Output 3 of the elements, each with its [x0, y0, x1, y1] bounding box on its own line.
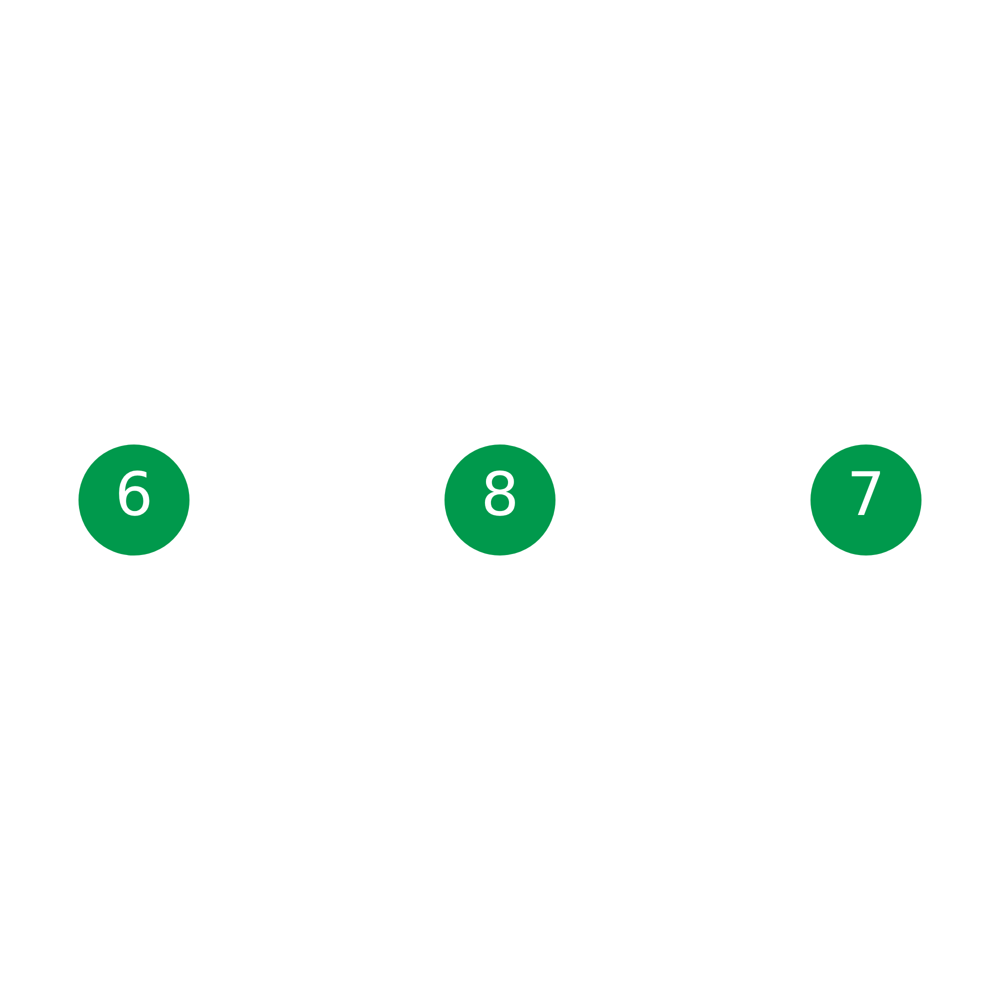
- node-circle: 8: [444, 444, 556, 556]
- node-circle: 6: [78, 444, 190, 556]
- node-circle: 7: [810, 444, 922, 556]
